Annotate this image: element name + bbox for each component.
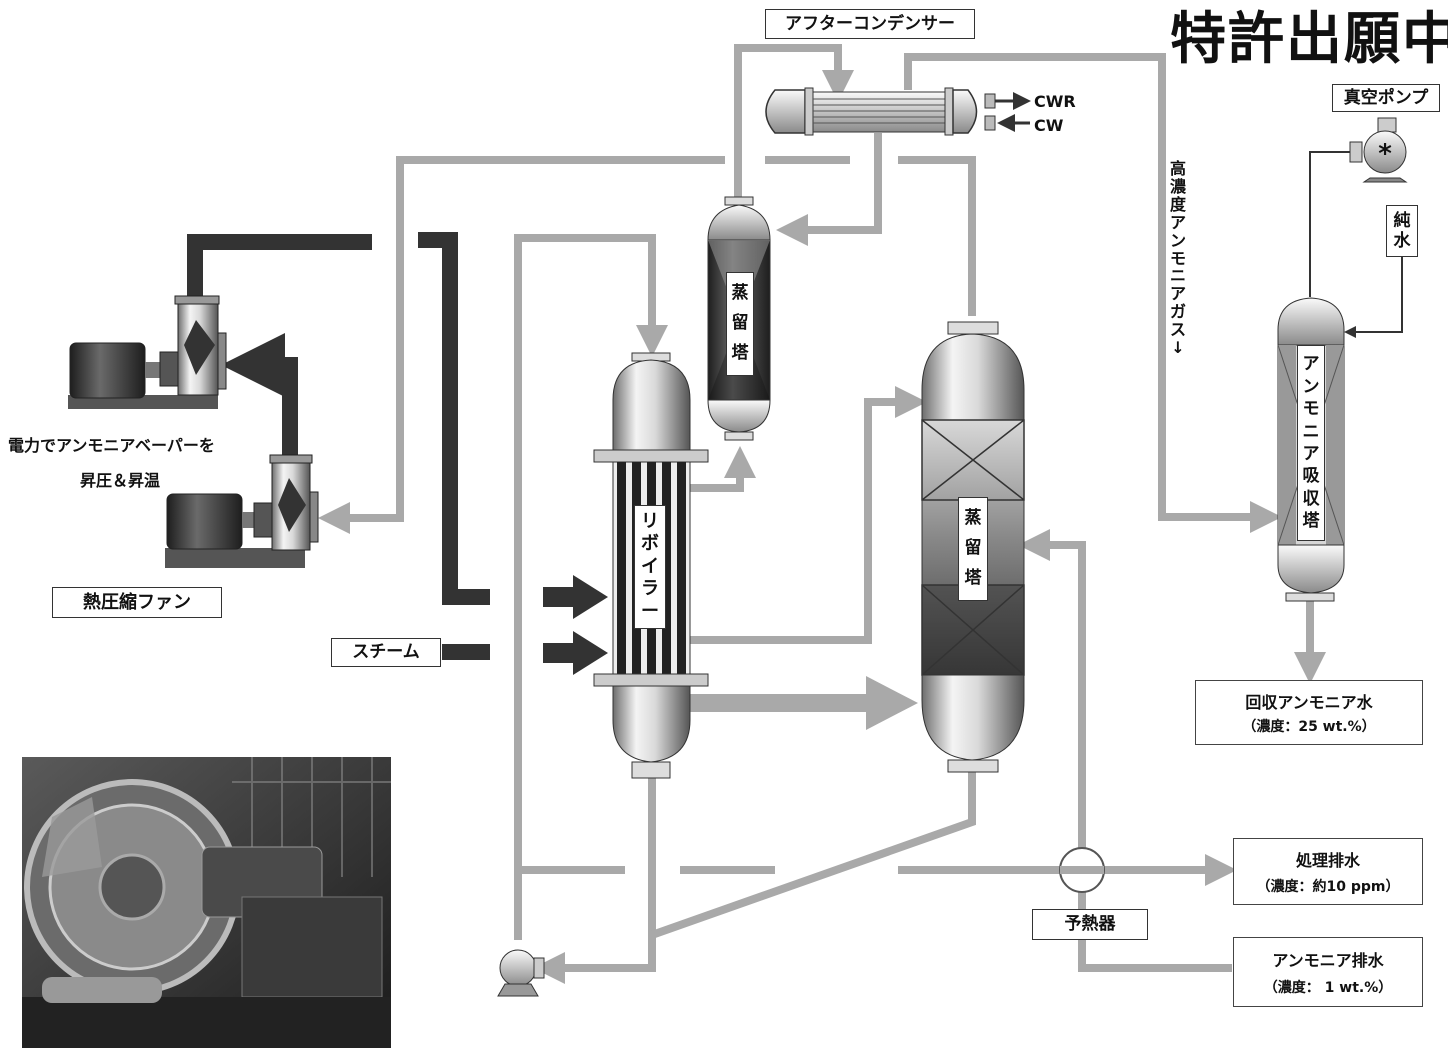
preheater-label: 予熱器 (1032, 909, 1148, 940)
ammonia-absorber (1277, 297, 1345, 602)
treated-water-box: 処理排水 （濃度：約10 ppm） (1233, 838, 1423, 905)
treated-water-conc: （濃度：約10 ppm） (1256, 878, 1400, 895)
main-still-label: 蒸留 塔 (958, 497, 988, 601)
pipe-reboiler-to-small-still (690, 446, 756, 492)
bottom-pump (497, 949, 545, 997)
fan-piping (187, 232, 490, 660)
wide-arrow (690, 676, 918, 730)
after-condenser (765, 87, 1031, 136)
recovered-water-label: 回収アンモニア水 (1245, 692, 1373, 712)
fan-name-label: 熱圧縮ファン (52, 587, 222, 618)
pure-water-label: 純水 (1386, 205, 1418, 257)
pipe-main-bottom (533, 772, 976, 984)
ammonia-waste-box: アンモニア排水 （濃度： 1 wt.%） (1233, 937, 1423, 1007)
pipe-fan-to-reboiler (418, 232, 490, 605)
cwr-label: CWR (1034, 92, 1076, 111)
ammonia-waste-conc: （濃度： 1 wt.%） (1263, 980, 1393, 996)
reboiler-label: リボ イラ ー (634, 505, 666, 629)
after-condenser-label: アフターコンデンサー (765, 9, 975, 39)
pipe-fan-discharge (187, 234, 372, 300)
fan-caption-line1: 電力でアンモニアベーパーを (8, 436, 215, 455)
fan-upper (68, 295, 227, 409)
pipe-condenser-inlet (734, 44, 854, 198)
recovered-water-conc: （濃度：25 wt.%） (1242, 719, 1376, 736)
pipe-preheat-feed (1018, 529, 1232, 972)
vacuum-pump: * (1309, 117, 1408, 338)
pipe-reboiler-to-main (690, 386, 927, 644)
cw-label: CW (1034, 116, 1064, 135)
pipe-to-fan (318, 156, 725, 534)
svg-text:*: * (1378, 139, 1392, 169)
process-piping (318, 44, 1326, 984)
fan-caption-line2: 昇圧＆昇温 (80, 471, 161, 490)
vacuum-pump-label: 真空ポンプ (1332, 84, 1440, 112)
steam-arrows (543, 575, 608, 675)
absorber-label: アン モニ ア吸 収塔 (1297, 345, 1325, 541)
recovered-water-box: 回収アンモニア水 （濃度：25 wt.%） (1195, 680, 1423, 745)
ammonia-waste-label: アンモニア排水 (1272, 951, 1384, 970)
fan-lower (165, 454, 319, 568)
reboiler (593, 352, 709, 779)
patent-pending-title: 特許出願中 (1170, 7, 1448, 72)
ammonia-gas-label: 高濃 度ア ンモ ニア ガス ↓ (1170, 159, 1187, 358)
fan-photo-graphic (22, 757, 391, 1048)
treated-water-label: 処理排水 (1295, 851, 1360, 871)
steam-label: スチーム (331, 638, 441, 667)
pipe-reboiler-feed (514, 234, 668, 940)
pipe-ammonia-gas (904, 53, 1282, 533)
pipe-main-still-top (898, 156, 976, 316)
pipe-fan-link (221, 333, 298, 455)
pipe-condenser-reflux (776, 133, 882, 246)
fan-photo (22, 757, 391, 1048)
small-still-label: 蒸留 塔 (726, 272, 754, 376)
